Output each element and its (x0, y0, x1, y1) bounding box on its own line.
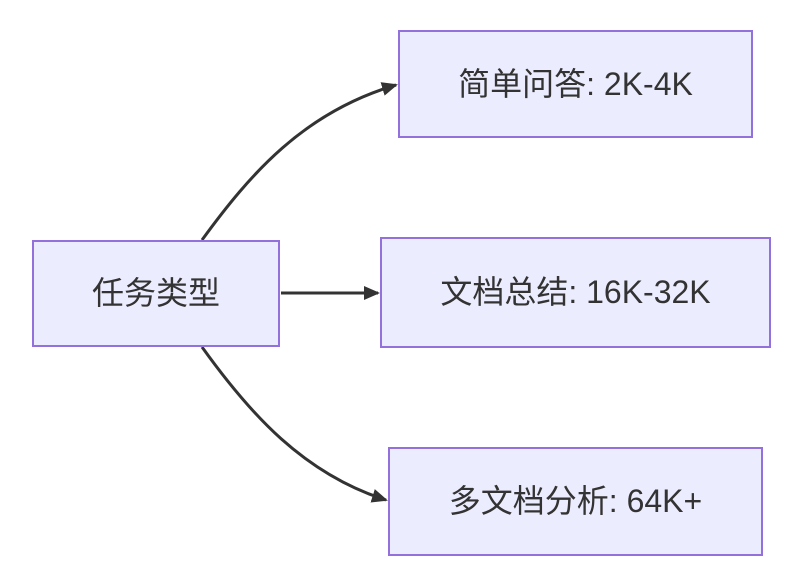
node-doc-summary-label: 文档总结: 16K-32K (440, 274, 711, 311)
node-task-type: 任务类型 (32, 240, 280, 347)
node-multi-doc-label: 多文档分析: 64K+ (448, 483, 703, 520)
node-simple-qa: 简单问答: 2K-4K (398, 30, 753, 138)
node-doc-summary: 文档总结: 16K-32K (380, 237, 771, 348)
node-multi-doc: 多文档分析: 64K+ (388, 447, 763, 556)
edge-root-to-simple-qa (200, 82, 398, 241)
edge-root-to-multi-doc (200, 346, 388, 503)
node-task-type-label: 任务类型 (91, 275, 220, 312)
node-simple-qa-label: 简单问答: 2K-4K (458, 65, 693, 102)
